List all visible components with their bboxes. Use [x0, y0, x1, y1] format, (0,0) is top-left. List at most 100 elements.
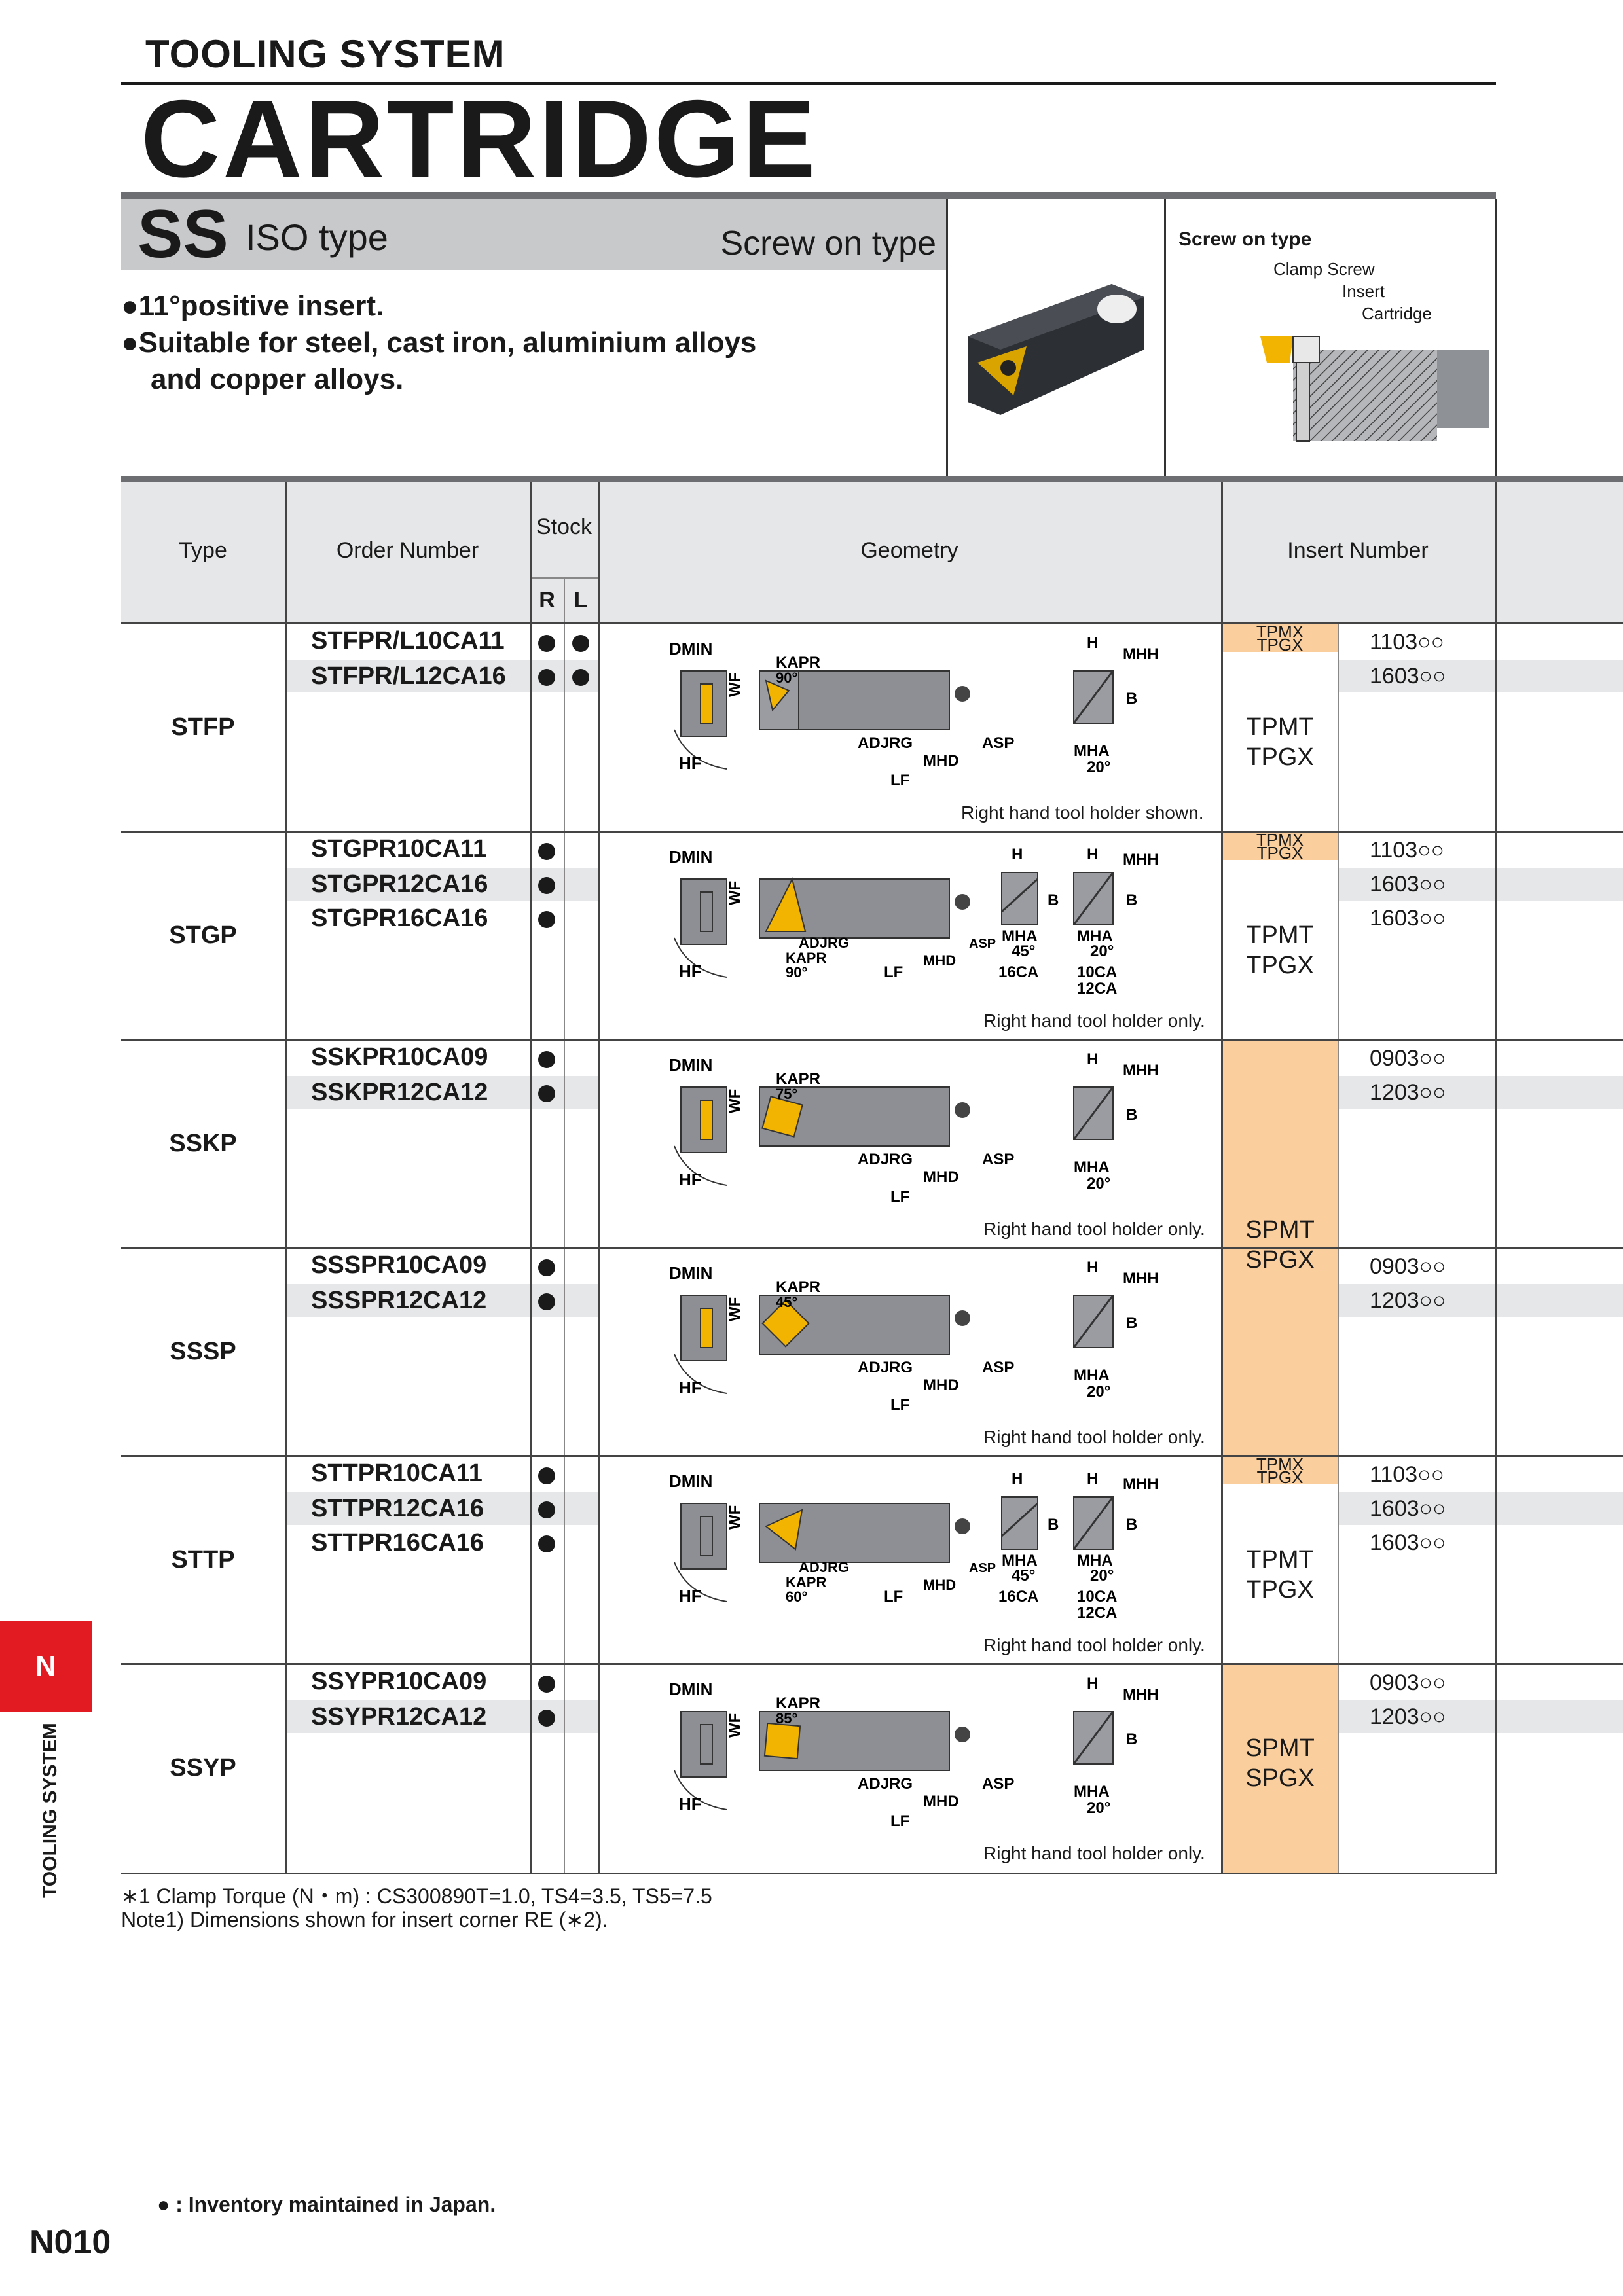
label-hf: HF [679, 1378, 702, 1397]
order-number: SSSPR12CA12 [311, 1287, 487, 1314]
label-mhd: MHD [923, 952, 956, 969]
insert-type: TPGX [1246, 952, 1314, 979]
order-number: SSKPR12CA12 [311, 1079, 488, 1106]
insert-number: 1203○○ [1370, 1288, 1446, 1313]
group-separator [121, 1247, 1623, 1249]
insert-type-cell-stfp [1222, 624, 1338, 652]
feature-item: and copper alloys. [151, 363, 404, 395]
order-number: STTPR10CA11 [311, 1460, 483, 1487]
type-sssp: SSSP [170, 1338, 236, 1365]
label-adjrg: ADJRG [858, 1151, 913, 1168]
holder-note: Right hand tool holder only. [983, 1427, 1205, 1447]
geometry-drawing-sssp: DMIN HF WF KAPR 45° ADJRG MHD LF ASP H M… [669, 1259, 1159, 1414]
feature-list: ●11°positive insert. ●Suitable for steel… [121, 288, 756, 398]
label-mhd: MHD [923, 1793, 959, 1810]
label-h: H [1087, 1675, 1098, 1693]
stock-dot [572, 669, 589, 686]
label-h: H [1012, 1470, 1023, 1488]
label-hf: HF [679, 961, 702, 981]
label-angle: 45° [1012, 942, 1035, 960]
grid-line [1338, 624, 1339, 1874]
col-type-header: Type [179, 538, 227, 563]
insert-small-label: TPGX [1256, 843, 1304, 863]
label-asp: ASP [982, 1775, 1014, 1793]
label-mha: MHA [1002, 1552, 1038, 1570]
label-h: H [1087, 1050, 1098, 1068]
insert-type: SPGX [1245, 1765, 1315, 1792]
label-b: B [1126, 690, 1137, 708]
insert-small-label: TPMX [1256, 622, 1304, 641]
order-number: SSYPR10CA09 [311, 1668, 487, 1695]
label-asp: ASP [982, 734, 1014, 752]
insert-small-label: TPMX [1256, 830, 1304, 850]
label-angle: 20° [1087, 1799, 1110, 1817]
stock-dot [538, 1710, 555, 1727]
col-insert-header: Insert Number [1287, 538, 1429, 563]
holder-note: Right hand tool holder shown. [961, 802, 1204, 823]
series-bar: SS ISO type Screw on type [121, 199, 946, 270]
label-hf: HF [679, 753, 702, 773]
order-number: STGPR16CA16 [311, 905, 488, 932]
label-mhh: MHH [1123, 1270, 1159, 1287]
insert-number: 1103○○ [1370, 1462, 1445, 1487]
label-adjrg: ADJRG [799, 935, 849, 951]
label-ca: 16CA [998, 1588, 1038, 1605]
section-tab[interactable]: N [0, 1621, 92, 1712]
type-ssyp: SSYP [170, 1754, 236, 1782]
label-kapr: KAPR [776, 1278, 820, 1296]
label-wf: WF [726, 1297, 744, 1321]
insert-type: SPGX [1245, 1246, 1315, 1274]
stock-divider [530, 577, 598, 579]
label-wf: WF [726, 1089, 744, 1113]
type-sttp: STTP [171, 1546, 235, 1573]
col-order-header: Order Number [336, 538, 479, 563]
stock-dot [572, 635, 589, 652]
geometry-drawing-sskp: DMIN HF WF KAPR 75° ADJRG MHD LF ASP H M… [669, 1050, 1159, 1206]
stock-dot [538, 1535, 555, 1552]
side-label: TOOLING SYSTEM [39, 1723, 61, 1898]
insert-type-cell-stgp [1222, 833, 1338, 860]
insert-number: 1603○○ [1370, 1530, 1446, 1555]
label-mha: MHA [1074, 742, 1110, 760]
label-mhd: MHD [923, 752, 959, 770]
order-number: STTPR16CA16 [311, 1529, 484, 1556]
order-number: SSYPR12CA12 [311, 1703, 487, 1731]
insert-number: 0903○○ [1370, 1254, 1446, 1279]
type-sskp: SSKP [169, 1130, 237, 1157]
row-shade [1338, 1076, 1623, 1109]
insert-type-cell-sttp [1222, 1457, 1338, 1484]
label-hf: HF [679, 1170, 702, 1189]
label-lf: LF [890, 1188, 909, 1206]
label-wf: WF [726, 1713, 744, 1738]
stock-dot [538, 1467, 555, 1484]
grid-line [598, 482, 600, 1874]
row-shade [1338, 868, 1623, 901]
label-asp: ASP [982, 1359, 1014, 1376]
feature-item: ●Suitable for steel, cast iron, aluminiu… [121, 327, 757, 359]
label-lf: LF [884, 963, 903, 981]
grid-line [1221, 482, 1223, 1874]
label-kapr: KAPR [776, 654, 820, 672]
label-b: B [1126, 1106, 1137, 1124]
note-dimensions: Note1) Dimensions shown for insert corne… [121, 1908, 608, 1931]
label-angle: 90° [776, 670, 797, 686]
insert-type: TPGX [1246, 1576, 1314, 1604]
header-rule [121, 82, 1496, 85]
insert-number: 1603○○ [1370, 906, 1446, 931]
label-angle: 20° [1090, 942, 1114, 960]
label-b: B [1126, 891, 1137, 909]
label-kapr: KAPR [786, 950, 826, 966]
insert-number: 1603○○ [1370, 872, 1446, 897]
title-rule [121, 192, 1496, 199]
order-number: SSKPR10CA09 [311, 1043, 488, 1071]
label-kapr: KAPR [776, 1695, 820, 1712]
label-angle: 60° [786, 1588, 807, 1605]
stock-dot [538, 1259, 555, 1276]
label-h: H [1012, 846, 1023, 863]
section-title: TOOLING SYSTEM [145, 32, 505, 76]
label-h: H [1087, 1259, 1098, 1276]
feature-item: ●11°positive insert. [121, 290, 384, 322]
label-ca: 12CA [1077, 980, 1117, 997]
holder-note: Right hand tool holder only. [983, 1843, 1205, 1863]
label-dmin: DMIN [669, 1263, 712, 1283]
